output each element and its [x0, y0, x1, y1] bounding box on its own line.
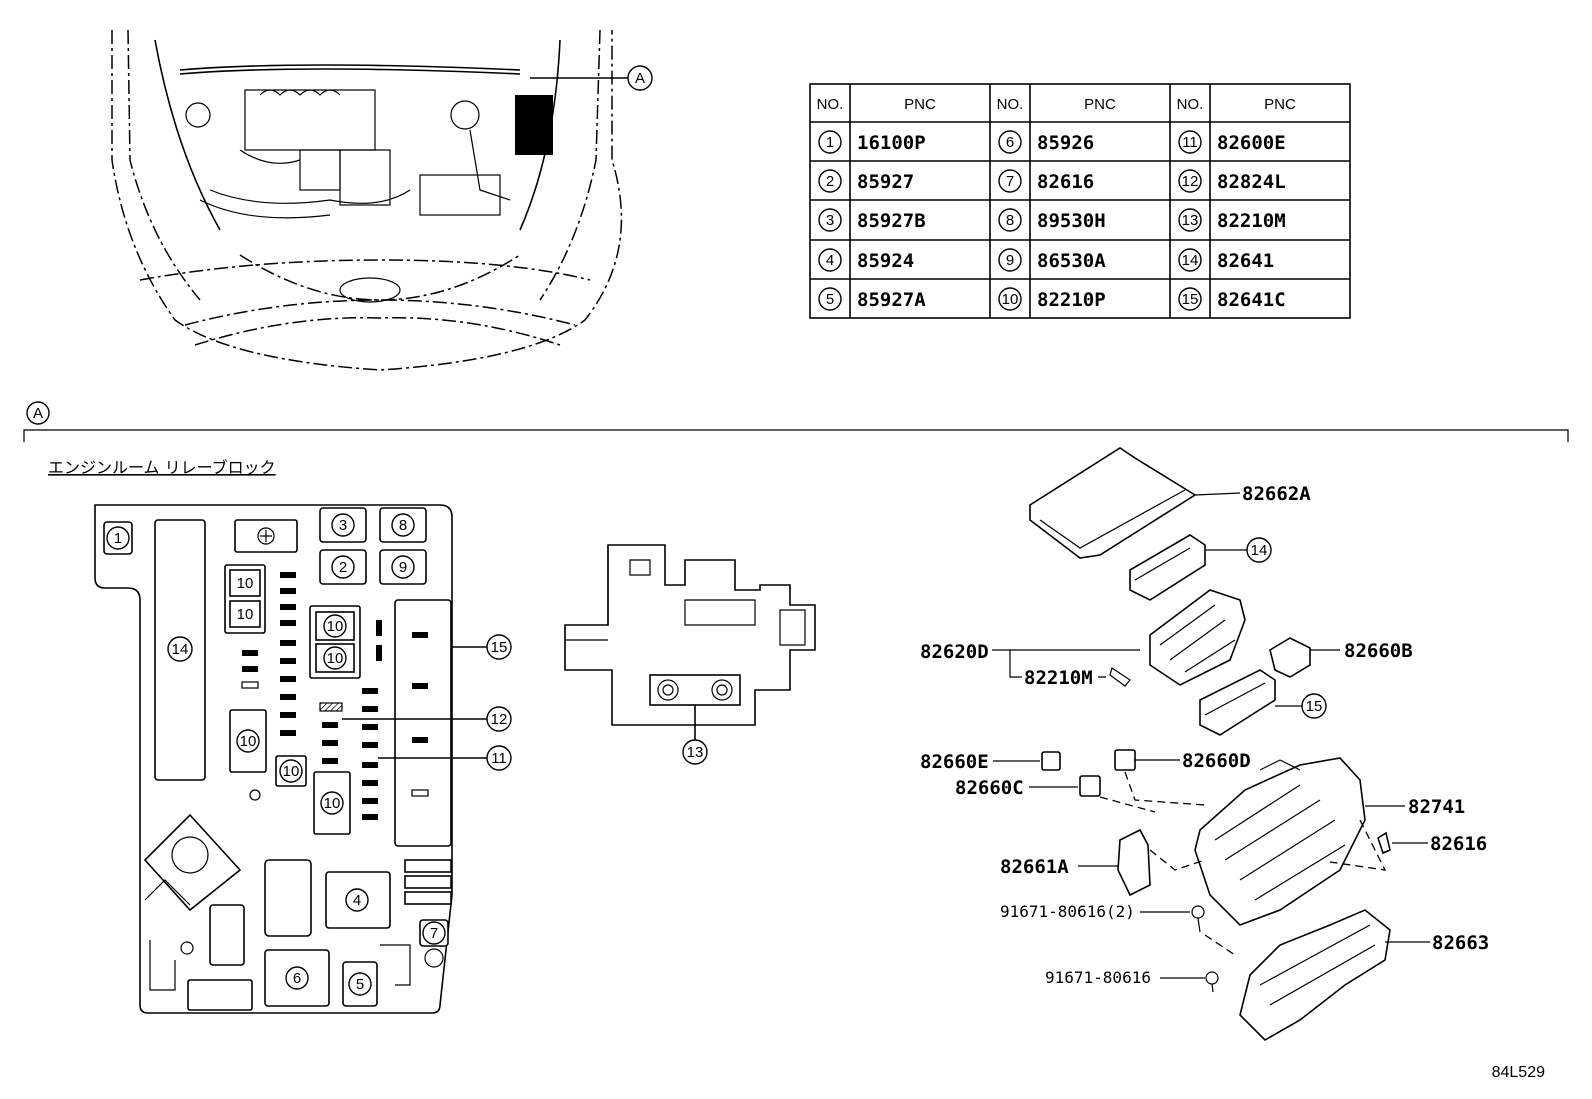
- table-no: 8: [1006, 212, 1014, 229]
- callout-14: 14: [1251, 542, 1268, 559]
- table-pnc: 85927A: [857, 289, 926, 311]
- table-header-no-3: NO.: [1177, 96, 1204, 113]
- callout-14: 14: [172, 641, 189, 658]
- relay-block-layout: 1 14 3 8 2 9 10 10 10 10: [94, 504, 512, 1014]
- callout-7: 7: [430, 925, 438, 942]
- callout-13: 13: [687, 744, 704, 761]
- callout-15: 15: [1306, 698, 1323, 715]
- table-no: 9: [1006, 252, 1014, 269]
- table-pnc: 82210M: [1217, 210, 1286, 232]
- table-header-pnc-2: PNC: [1084, 96, 1116, 113]
- table-no: 10: [1002, 291, 1019, 308]
- table-pnc: 82641: [1217, 250, 1274, 272]
- pnc-table: NO. PNC NO. PNC NO. PNC 1 16100P 6 85926…: [809, 83, 1351, 319]
- callout-6: 6: [293, 970, 301, 987]
- label-82663: 82663: [1432, 932, 1489, 954]
- view-marker-top: A: [635, 70, 645, 87]
- table-pnc: 85924: [857, 250, 914, 272]
- table-pnc: 82600E: [1217, 132, 1286, 154]
- relay-side-view: 13: [564, 544, 816, 765]
- table-pnc: 85927: [857, 171, 914, 193]
- label-82620D: 82620D: [920, 641, 989, 663]
- label-82660E: 82660E: [920, 751, 989, 773]
- label-82660D: 82660D: [1182, 750, 1251, 772]
- section-a-divider: A: [23, 401, 1569, 442]
- table-header-no-1: NO.: [817, 96, 844, 113]
- section-title: エンジンルーム リレーブロック: [48, 458, 276, 477]
- exploded-view: 82662A 14 82620D 82210M 82660B 15 82660E…: [920, 447, 1489, 1041]
- callout-11: 11: [491, 750, 507, 767]
- label-91671-80616: 91671-80616: [1045, 968, 1151, 987]
- table-pnc: 86530A: [1037, 250, 1106, 272]
- table-no: 14: [1182, 252, 1199, 269]
- callout-9: 9: [399, 559, 407, 576]
- table-pnc: 82824L: [1217, 171, 1286, 193]
- table-no: 13: [1182, 212, 1199, 229]
- label-91671-80616-2: 91671-80616(2): [1000, 902, 1135, 921]
- callout-1: 1: [114, 530, 122, 547]
- table-no: 5: [826, 291, 834, 308]
- callout-4: 4: [353, 892, 361, 909]
- table-pnc: 82641C: [1217, 289, 1286, 311]
- callout-10: 10: [237, 575, 254, 592]
- label-82662A: 82662A: [1242, 483, 1311, 505]
- callout-10: 10: [327, 618, 344, 635]
- callout-10: 10: [240, 733, 257, 750]
- label-82661A: 82661A: [1000, 856, 1069, 878]
- engine-bay-illustration: A: [111, 29, 653, 371]
- table-pnc: 85926: [1037, 132, 1094, 154]
- callout-3: 3: [339, 517, 347, 534]
- figure-code: 84L529: [1492, 1064, 1545, 1081]
- table-header-no-2: NO.: [997, 96, 1024, 113]
- callout-12: 12: [491, 711, 508, 728]
- table-no: 15: [1182, 291, 1199, 308]
- label-82210M: 82210M: [1024, 667, 1093, 689]
- table-no: 6: [1006, 134, 1014, 151]
- label-82616: 82616: [1430, 833, 1487, 855]
- callout-10: 10: [327, 650, 344, 667]
- table-no: 12: [1182, 173, 1199, 190]
- callout-10: 10: [237, 606, 254, 623]
- callout-2: 2: [339, 559, 347, 576]
- table-no: 11: [1182, 134, 1198, 151]
- callout-8: 8: [399, 517, 407, 534]
- label-82660B: 82660B: [1344, 640, 1413, 662]
- table-pnc: 85927B: [857, 210, 926, 232]
- table-no: 2: [826, 173, 834, 190]
- table-pnc: 82210P: [1037, 289, 1106, 311]
- view-marker-section: A: [33, 405, 43, 422]
- table-pnc: 82616: [1037, 171, 1094, 193]
- table-no: 1: [826, 134, 834, 151]
- table-no: 3: [826, 212, 834, 229]
- table-pnc: 16100P: [857, 132, 926, 154]
- label-82741: 82741: [1408, 796, 1465, 818]
- callout-10: 10: [324, 795, 341, 812]
- table-header-pnc-3: PNC: [1264, 96, 1296, 113]
- table-pnc: 89530H: [1037, 210, 1106, 232]
- callout-5: 5: [356, 976, 364, 993]
- label-82660C: 82660C: [955, 777, 1024, 799]
- table-header-pnc-1: PNC: [904, 96, 936, 113]
- table-no: 4: [826, 252, 834, 269]
- callout-15: 15: [491, 639, 508, 656]
- callout-10: 10: [283, 763, 300, 780]
- table-no: 7: [1006, 173, 1014, 190]
